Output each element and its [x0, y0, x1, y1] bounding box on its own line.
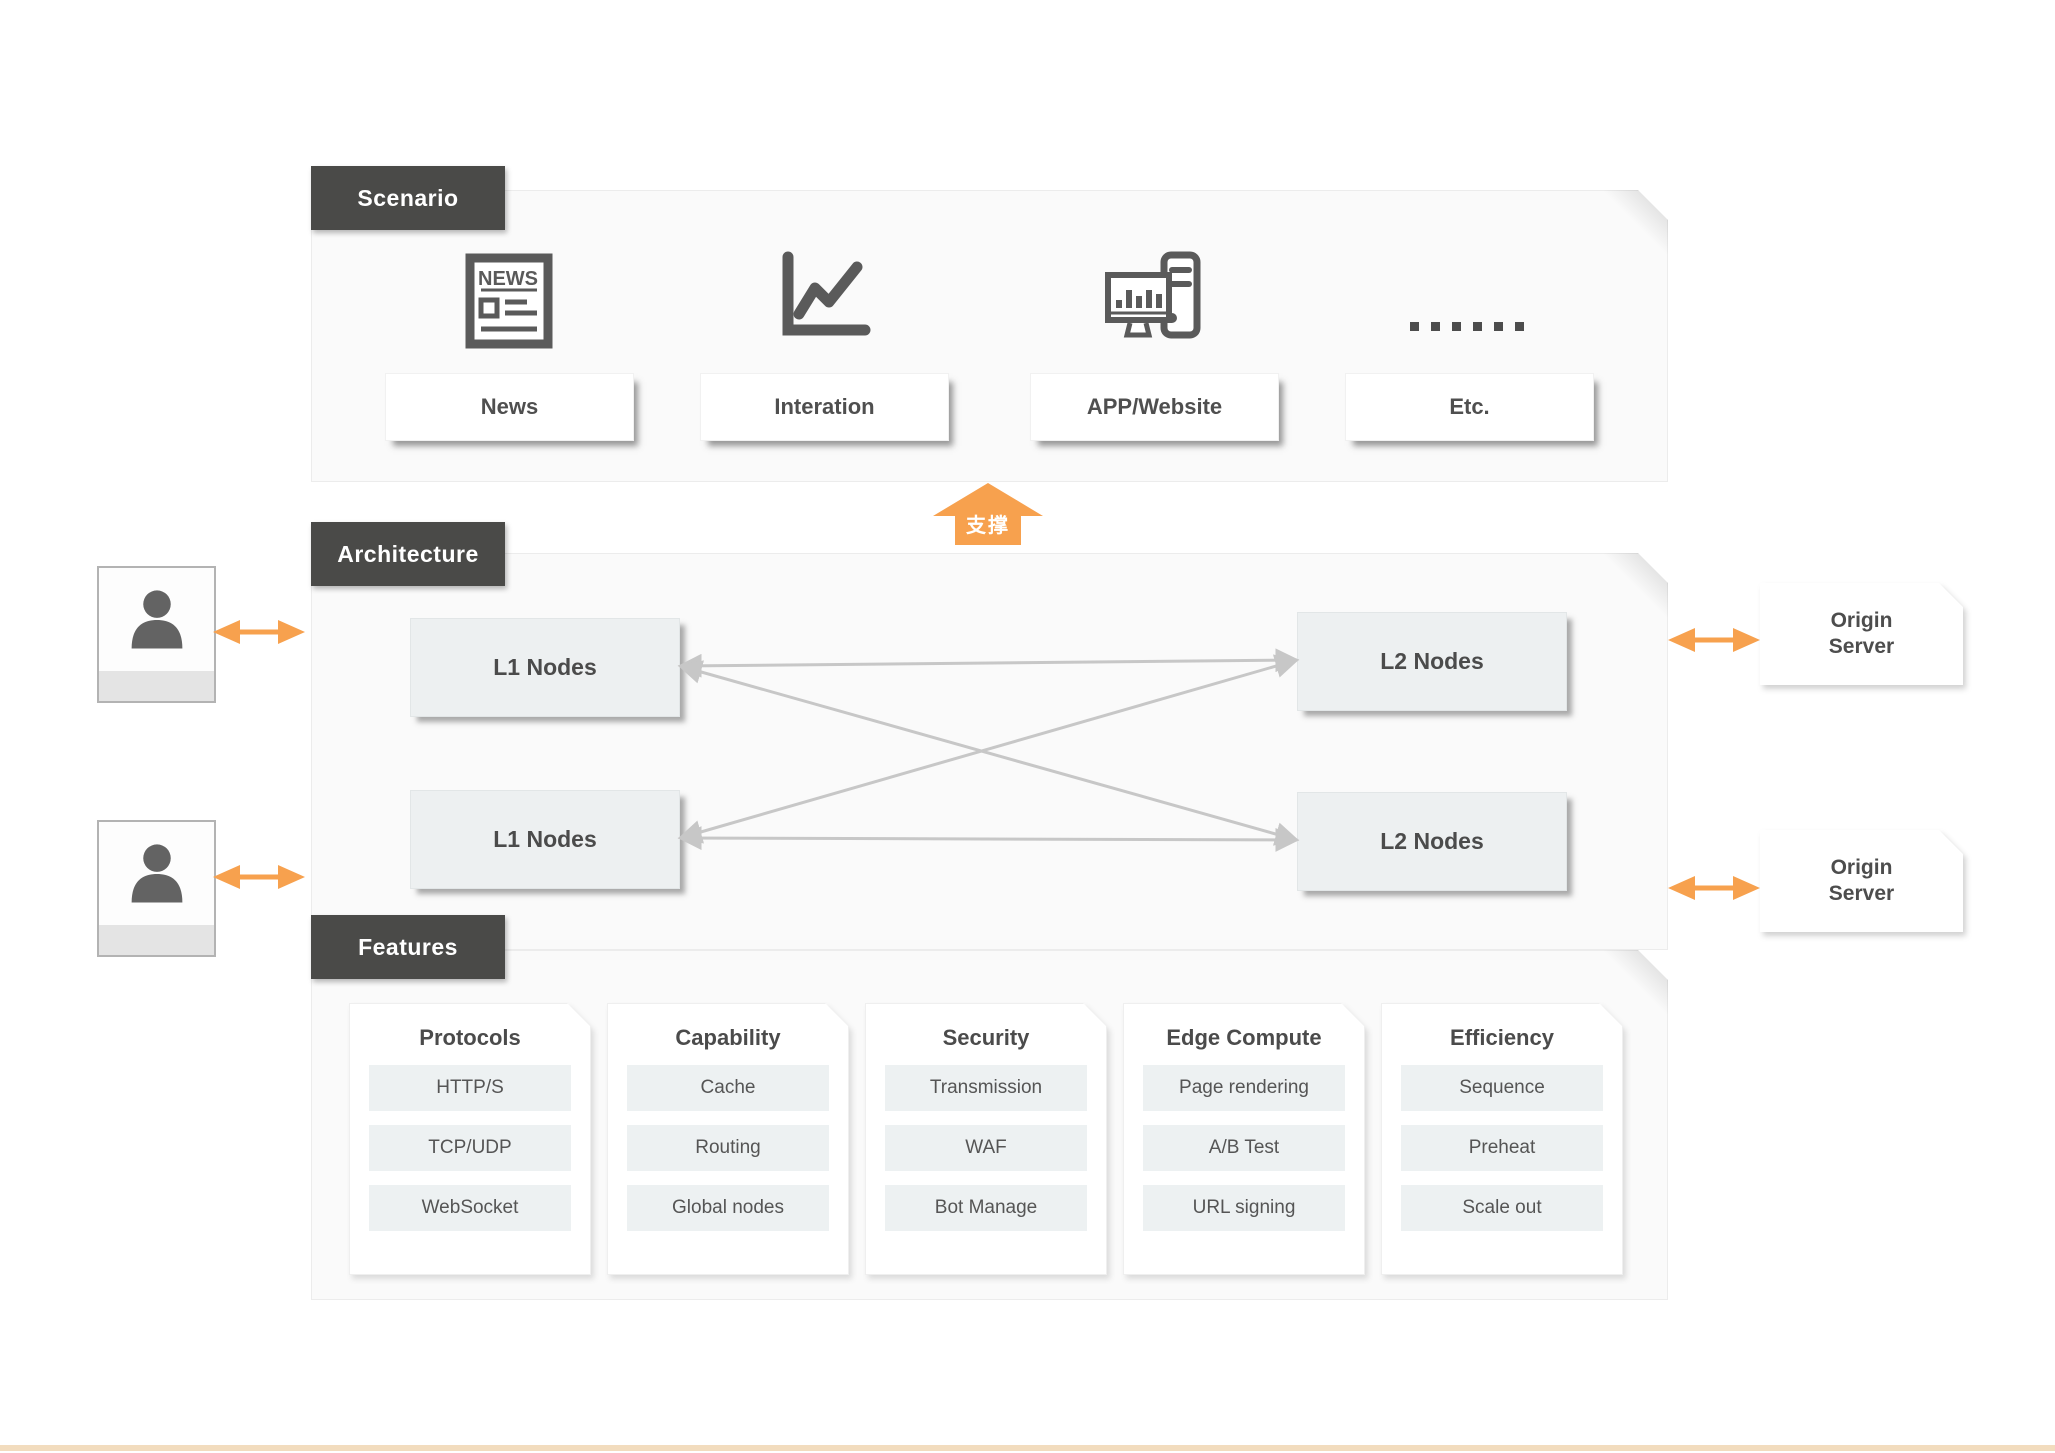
feature-item: Global nodes [627, 1185, 829, 1231]
scenario-button-app-website: APP/Website [1030, 373, 1279, 441]
feature-item: Preheat [1401, 1125, 1603, 1171]
support-up-arrow-icon: 支撑 [933, 483, 1043, 545]
mesh-arrow [677, 648, 1300, 678]
feature-item: Cache [627, 1065, 829, 1111]
mesh-arrow [677, 660, 1300, 846]
l1-node-bottom: L1 Nodes [410, 790, 680, 889]
news-icon-text: NEWS [478, 268, 538, 290]
ellipsis-icon [1410, 322, 1524, 331]
feature-item: HTTP/S [369, 1065, 571, 1111]
panel-fold-corner [1604, 190, 1668, 254]
node-mesh-arrows [677, 648, 1300, 852]
person-icon [131, 844, 182, 903]
feature-item: TCP/UDP [369, 1125, 571, 1171]
l2-origin-double-arrow-icon [1668, 876, 1760, 900]
feature-item: WebSocket [369, 1185, 571, 1231]
feature-item: Transmission [885, 1065, 1087, 1111]
user-box-bottom [97, 820, 216, 957]
user-box-strip [99, 671, 214, 701]
features-label: Features [311, 915, 505, 979]
l2-origin-double-arrow-icon [1668, 628, 1760, 652]
feature-card-protocols: Protocols HTTP/S TCP/UDP WebSocket [349, 1003, 591, 1275]
scenario-label: Scenario [311, 166, 505, 230]
l2-node-bottom: L2 Nodes [1297, 792, 1567, 891]
feature-item: Routing [627, 1125, 829, 1171]
scenario-button-news: News [385, 373, 634, 441]
feature-item: URL signing [1143, 1185, 1345, 1231]
feature-card-title: Capability [675, 1025, 781, 1050]
person-icon [131, 590, 182, 649]
origin-server-label: Origin Server [1828, 608, 1895, 658]
mesh-arrow [677, 826, 1300, 852]
feature-card-security: Security Transmission WAF Bot Manage [865, 1003, 1107, 1275]
scenario-button-etc: Etc. [1345, 373, 1594, 441]
feature-item: WAF [885, 1125, 1087, 1171]
feature-card-capability: Capability Cache Routing Global nodes [607, 1003, 849, 1275]
feature-item: Page rendering [1143, 1065, 1345, 1111]
app-website-icon [1100, 248, 1206, 353]
panel-fold-corner [1604, 553, 1668, 617]
support-arrow-label: 支撑 [966, 515, 1010, 537]
scenario-button-interation: Interation [700, 373, 949, 441]
feature-card-efficiency: Efficiency Sequence Preheat Scale out [1381, 1003, 1623, 1275]
feature-card-title: Edge Compute [1166, 1025, 1322, 1050]
feature-card-title: Security [942, 1025, 1030, 1050]
news-icon: NEWS [463, 252, 555, 355]
l1-node-top: L1 Nodes [410, 618, 680, 717]
line-chart-icon [775, 250, 871, 347]
user-box-strip [99, 925, 214, 955]
mesh-arrow [677, 654, 1300, 844]
feature-card-title: Protocols [419, 1025, 521, 1050]
origin-server-bottom: Origin Server [1760, 830, 1963, 932]
feature-card-edge-compute: Edge Compute Page rendering A/B Test URL… [1123, 1003, 1365, 1275]
l2-node-top: L2 Nodes [1297, 612, 1567, 711]
architecture-label: Architecture [311, 522, 505, 586]
feature-item: Sequence [1401, 1065, 1603, 1111]
origin-server-top: Origin Server [1760, 583, 1963, 685]
origin-server-label: Origin Server [1828, 855, 1895, 905]
page-bottom-border [0, 1445, 2055, 1451]
feature-item: Scale out [1401, 1185, 1603, 1231]
user-box-top [97, 566, 216, 703]
feature-card-title: Efficiency [1450, 1025, 1554, 1050]
user-l1-double-arrow-icon [213, 620, 305, 644]
feature-item: Bot Manage [885, 1185, 1087, 1231]
feature-item: A/B Test [1143, 1125, 1345, 1171]
user-l1-double-arrow-icon [213, 865, 305, 889]
